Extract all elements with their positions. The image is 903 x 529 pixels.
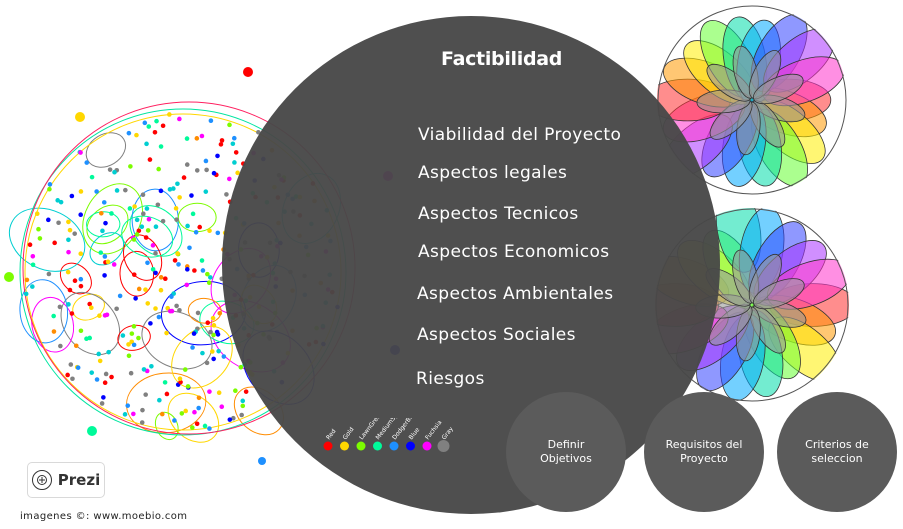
menu-item-viabilidad-del-proyecto[interactable]: Viabilidad del Proyecto: [418, 125, 622, 145]
factibilidad-circle: [222, 16, 720, 514]
menu-item-aspectos-tecnicos[interactable]: Aspectos Tecnicos: [418, 204, 579, 224]
legend-dot-gold: [340, 441, 349, 451]
menu-item-aspectos-economicos[interactable]: Aspectos Economicos: [418, 242, 610, 262]
legend-label-gray: Gray: [441, 425, 456, 441]
page-title: Factibilidad: [441, 48, 563, 70]
menu-item-aspectos-legales[interactable]: Aspectos legales: [418, 163, 568, 183]
legend-label-red: Red: [325, 428, 338, 441]
legend-dot-gray: [437, 440, 450, 452]
prezi-label: Prezi: [57, 471, 101, 489]
legend-label-blue: Blue: [408, 426, 422, 441]
legend-label-gold: Gold: [342, 426, 356, 441]
legend-dot-red: [323, 441, 333, 451]
node-definir-objetivos[interactable]: Definir Objetivos: [506, 392, 626, 512]
legend-dot-dodgerblue: [389, 441, 399, 451]
menu-item-aspectos-sociales[interactable]: Aspectos Sociales: [417, 325, 576, 345]
node-requisitos-del-proyecto[interactable]: Requisitos del Proyecto: [644, 392, 764, 512]
node-criterios-de-seleccion[interactable]: Criterios de seleccion: [777, 392, 897, 512]
prezi-badge[interactable]: Prezi: [27, 462, 105, 498]
menu-item-aspectos-ambientales[interactable]: Aspectos Ambientales: [417, 284, 614, 304]
legend-dot-blue: [406, 441, 415, 451]
color-legend: RedGoldLawnGreenMediumSpringGreenDodgerB…: [323, 418, 456, 452]
legend-dot-fuchsia: [422, 441, 432, 451]
menu-item-riesgos[interactable]: Riesgos: [416, 369, 485, 389]
legend-dot-lawngreen: [356, 441, 366, 451]
legend-dot-mediumspringgreen: [373, 441, 382, 451]
image-credit: imagenes ©: www.moebio.com: [20, 511, 188, 522]
prezi-logo-icon: [31, 470, 52, 490]
